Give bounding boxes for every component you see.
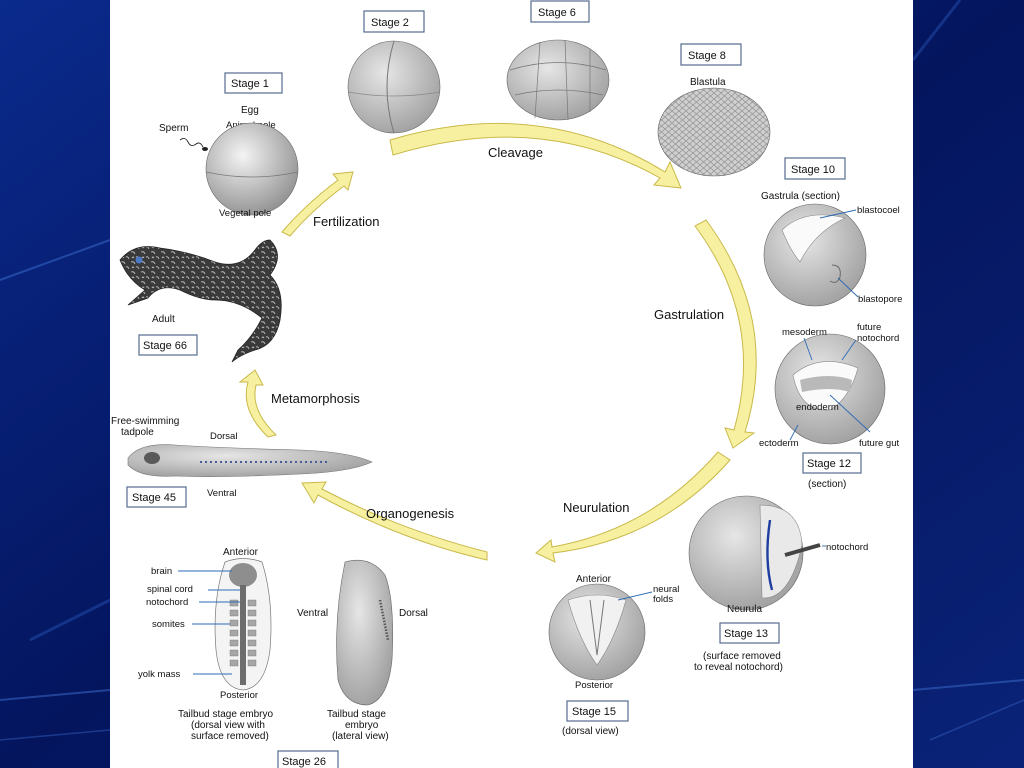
tailbud-lateral-label-1: Tailbud stage <box>327 709 386 720</box>
organogenesis-arrow <box>301 481 488 561</box>
tailbud-lateral-icon <box>336 559 393 706</box>
sperm-head-icon <box>202 147 208 151</box>
sperm-icon <box>179 137 204 148</box>
gastrula-label: Gastrula (section) <box>761 191 840 202</box>
fertilization-arrow <box>281 171 354 237</box>
phase-gastrulation: Gastrulation <box>654 307 724 322</box>
surface-removed-label-1: (surface removed <box>703 651 781 662</box>
stage-8-blastula: Stage 8 Blastula <box>657 43 771 177</box>
stage-13-neurula: notochord Neurula Stage 13 (surface remo… <box>688 495 868 673</box>
blastocoel-label: blastocoel <box>857 205 900 216</box>
dorsal-label: Dorsal <box>399 608 428 619</box>
phase-cleavage: Cleavage <box>488 145 543 160</box>
tailbud-dorsal-label-3: surface removed) <box>191 731 269 742</box>
anterior-label: Anterior <box>576 574 612 585</box>
stage-6-embryo: Stage 6 <box>506 0 610 121</box>
tadpole-ventral-label: Ventral <box>207 488 237 499</box>
future-gut-label: future gut <box>859 438 899 449</box>
ventral-label: Ventral <box>297 608 328 619</box>
tailbud-dorsal-label-2: (dorsal view with <box>191 720 265 731</box>
blastula-label: Blastula <box>690 77 726 88</box>
posterior-label-2: Posterior <box>220 690 258 701</box>
notochord-label-2: notochord <box>146 597 188 608</box>
tailbud-dorsal-label-1: Tailbud stage embryo <box>178 709 273 720</box>
stage-10-label: Stage 10 <box>791 164 835 176</box>
stage-15-embryo: Anterior neural folds Posterior Stage 15… <box>548 574 679 737</box>
stage-66-label: Stage 66 <box>143 340 187 352</box>
stage-26-label: Stage 26 <box>282 756 326 768</box>
stage-45-tadpole: Free-swimming tadpole Dorsal Ventral Sta… <box>111 416 373 508</box>
adult-label: Adult <box>152 314 175 325</box>
egg-icon <box>205 122 299 216</box>
neurulation-arrow <box>535 451 731 563</box>
phase-neurulation: Neurulation <box>563 500 630 515</box>
stage-12-embryo: mesoderm future notochord endoderm ectod… <box>759 322 899 490</box>
vegetal-pole-label: Vegetal pole <box>219 208 271 219</box>
section-label: (section) <box>808 479 846 490</box>
tadpole-label-1: Free-swimming <box>111 416 179 427</box>
spinal-cord-label: spinal cord <box>147 584 193 595</box>
stage-45-label: Stage 45 <box>132 492 176 504</box>
brain-label: brain <box>151 566 172 577</box>
stage-6-label: Stage 6 <box>538 7 576 19</box>
metamorphosis-arrow <box>238 369 277 438</box>
neural-folds-label-1: neural <box>653 584 679 595</box>
neurula-label: Neurula <box>727 604 762 615</box>
phase-organogenesis: Organogenesis <box>366 506 455 521</box>
dorsal-view-label: (dorsal view) <box>562 726 619 737</box>
stage-15-label: Stage 15 <box>572 706 616 718</box>
tailbud-lateral-label-2: embryo <box>345 720 379 731</box>
gastrulation-arrow <box>694 219 757 449</box>
stage-1-egg: Stage 1 Egg Animal pole Sperm Vegetal po… <box>159 72 299 219</box>
yolk-mass-label: yolk mass <box>138 669 180 680</box>
phase-fertilization: Fertilization <box>313 214 379 229</box>
blastula-icon <box>657 87 771 177</box>
tadpole-label-2: tadpole <box>121 427 154 438</box>
endoderm-label: endoderm <box>796 402 839 413</box>
posterior-label: Posterior <box>575 680 613 691</box>
cycle-arrows <box>238 122 757 563</box>
stage-12-label: Stage 12 <box>807 458 851 470</box>
phase-metamorphosis: Metamorphosis <box>271 391 360 406</box>
tailbud-lateral: Ventral Dorsal Tailbud stage embryo (lat… <box>297 559 428 742</box>
notochord-label: notochord <box>826 542 868 553</box>
future-notochord-label-2: notochord <box>857 333 899 344</box>
multi-cell-embryo-icon <box>506 39 610 121</box>
tailbud-lateral-label-3: (lateral view) <box>332 731 389 742</box>
surface-removed-label-2: to reveal notochord) <box>694 662 783 673</box>
stage-1-label: Stage 1 <box>231 78 269 90</box>
notochord-rod-icon <box>784 543 821 557</box>
tadpole-dorsal-label: Dorsal <box>210 431 237 442</box>
stage-8-label: Stage 8 <box>688 50 726 62</box>
somites-label: somites <box>152 619 185 630</box>
stage-10-gastrula: Stage 10 Gastrula (section) blastocoel b… <box>761 157 902 307</box>
sperm-label: Sperm <box>159 123 188 134</box>
stage-2-label: Stage 2 <box>371 17 409 29</box>
stage-2-embryo: Stage 2 <box>347 10 441 134</box>
adult-frog-icon <box>119 239 282 363</box>
stage-13-label: Stage 13 <box>724 628 768 640</box>
cleavage-arrow <box>389 122 682 189</box>
tailbud-dorsal: Anterior brain spinal cord notochord som… <box>138 547 339 768</box>
anterior-label-2: Anterior <box>223 547 259 558</box>
two-cell-embryo-icon <box>347 40 441 134</box>
stage-66-adult: Adult Stage 66 <box>119 239 282 363</box>
ectoderm-label: ectoderm <box>759 438 799 449</box>
neural-folds-label-2: folds <box>653 594 673 605</box>
egg-label: Egg <box>241 105 259 116</box>
tadpole-icon <box>127 444 373 477</box>
future-notochord-label-1: future <box>857 322 881 333</box>
blastopore-label: blastopore <box>858 294 902 305</box>
mesoderm-label: mesoderm <box>782 327 827 338</box>
